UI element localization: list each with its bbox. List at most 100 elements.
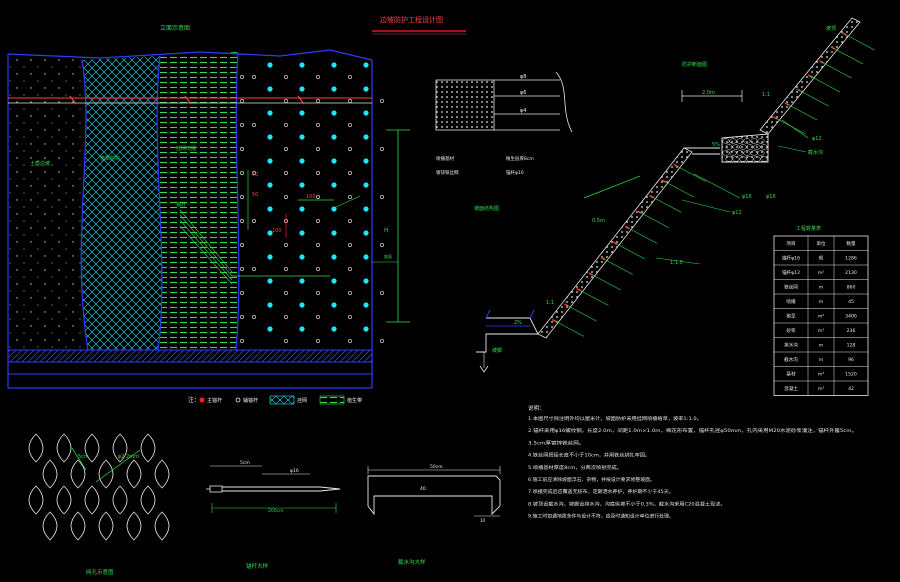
main-anchor-dot bbox=[299, 326, 305, 332]
anchor-rod bbox=[627, 227, 658, 244]
aux-anchor-ring bbox=[316, 315, 320, 319]
aux-anchor-ring bbox=[316, 75, 320, 79]
table-cell: 根 bbox=[819, 255, 824, 262]
table-cell: 1520 bbox=[845, 372, 857, 378]
mesh-cell bbox=[126, 459, 142, 489]
main-anchor-dot bbox=[363, 254, 369, 260]
callout-anchor: 锚杆 bbox=[176, 201, 186, 208]
table-cell: 236 bbox=[847, 328, 856, 334]
aux-anchor-ring bbox=[240, 195, 244, 199]
main-anchor-dot bbox=[331, 158, 337, 164]
note-line: 8.坡顶设截水沟，坡脚设排水沟，沟底纵坡不小于0.3%，截水沟采用C20混凝土现… bbox=[528, 500, 725, 507]
mesh-cell bbox=[84, 485, 100, 515]
anchor-rod bbox=[798, 89, 829, 107]
main-anchor-dot bbox=[363, 278, 369, 284]
aux-anchor-ring bbox=[252, 315, 256, 319]
main-anchor-dot bbox=[299, 62, 305, 68]
table-cell: m bbox=[819, 286, 824, 291]
anchor-rod bbox=[578, 289, 609, 306]
table-cell: 1286 bbox=[845, 256, 857, 262]
notes: 说明： 1.本图尺寸除注明外均以厘米计，坡面防护采用挂网喷播植草，坡率1:1.0… bbox=[528, 404, 857, 520]
main-anchor-dot bbox=[267, 110, 273, 116]
svg-text:φ2.2mm: φ2.2mm bbox=[118, 454, 139, 460]
note-line: 3.5cm厚镀锌铁丝网。 bbox=[528, 439, 584, 446]
table-cell: m² bbox=[818, 271, 824, 276]
svg-text:坡顶: 坡顶 bbox=[826, 25, 836, 32]
cobble bbox=[753, 156, 761, 162]
mesh-cell bbox=[70, 511, 86, 541]
aux-anchor-ring bbox=[348, 123, 352, 127]
anchor-rod bbox=[590, 273, 621, 291]
section-view: 防护断面图 2.0m 0.5m 1:1 1:1 2% 5% φ16 φ16 φ1… bbox=[476, 17, 875, 373]
table-cell: 排水沟 bbox=[784, 342, 798, 349]
mesh-cell bbox=[140, 433, 156, 463]
table-cell: 96 bbox=[848, 357, 854, 363]
mesh-cell bbox=[98, 459, 114, 489]
table-cell: 45 bbox=[848, 299, 854, 305]
anchor-rod bbox=[809, 75, 841, 93]
aux-anchor-ring bbox=[240, 99, 244, 103]
cobble bbox=[750, 150, 758, 156]
table-cell: 铁丝网 bbox=[784, 284, 798, 291]
main-anchor-dot bbox=[299, 230, 305, 236]
svg-text:镀锌铁丝网: 镀锌铁丝网 bbox=[436, 169, 459, 176]
aux-anchor-ring bbox=[348, 267, 352, 271]
aux-anchor-ring bbox=[252, 219, 256, 223]
cobble bbox=[725, 156, 733, 162]
table-cell: 植草 bbox=[786, 313, 796, 320]
aux-anchor-ring bbox=[252, 123, 256, 127]
aux-anchor-ring bbox=[348, 75, 352, 79]
table-cell: m bbox=[819, 358, 824, 363]
dim-50b: 50 bbox=[252, 192, 258, 198]
main-title: 边坡防护工程设计图 bbox=[380, 15, 443, 24]
svg-text:注：: 注： bbox=[188, 396, 200, 404]
mesh-cell bbox=[28, 433, 44, 463]
cobble bbox=[746, 156, 754, 162]
cobble bbox=[753, 144, 761, 150]
aux-anchor-ring bbox=[348, 171, 352, 175]
cobble bbox=[736, 138, 744, 144]
main-anchor-dot bbox=[299, 182, 305, 188]
main-anchor-dot bbox=[331, 278, 337, 284]
main-anchor-dot bbox=[267, 134, 273, 140]
svg-text:2.0m: 2.0m bbox=[702, 90, 715, 96]
mesh-cell bbox=[28, 485, 44, 515]
notes-title: 说明： bbox=[528, 404, 545, 412]
main-anchor-dot bbox=[363, 302, 369, 308]
cobble bbox=[739, 144, 747, 150]
svg-text:植生带: 植生带 bbox=[347, 397, 362, 404]
note-line: 7.喷播完成后应覆盖无纺布，定期洒水养护，养护期不少于45天。 bbox=[528, 488, 674, 495]
main-anchor-dot bbox=[299, 134, 305, 140]
note-line: 4.铁丝网搭接长度不小于10cm，并用铁丝绑扎牢固。 bbox=[528, 452, 650, 459]
zone-label-1: 土质边坡 bbox=[30, 160, 50, 167]
table-cell: 锚杆φ12 bbox=[782, 269, 800, 276]
aux-anchor-ring bbox=[316, 339, 320, 343]
aux-anchor-ring bbox=[348, 195, 352, 199]
table-header-cell: 项目 bbox=[786, 241, 795, 247]
anchor-detail: 5cm 200cm φ16 锚杆大样 bbox=[206, 460, 341, 570]
main-anchor-dot bbox=[299, 110, 305, 116]
dim-100b: 100 bbox=[272, 228, 282, 234]
anchor-rod bbox=[821, 61, 852, 79]
aux-anchor-ring bbox=[240, 75, 244, 79]
main-anchor-dot bbox=[363, 206, 369, 212]
gutter-detail: 50cm 40 10 截水沟大样 bbox=[367, 464, 501, 566]
cobble bbox=[743, 138, 751, 144]
svg-text:φ6: φ6 bbox=[520, 90, 526, 96]
layer-detail: φ8 φ6 φ4 喷播基材 植生层厚8cm 镀锌铁丝网 锚杆φ16 坡面结构图 bbox=[435, 71, 573, 212]
mesh-cell bbox=[56, 485, 72, 515]
elevation-legend: 注： 主锚杆 辅锚杆 挂网 植生带 bbox=[188, 395, 362, 405]
aux-anchor-ring bbox=[252, 75, 256, 79]
aux-anchor-ring bbox=[316, 123, 320, 127]
note-line: 9.施工时如遇地质条件与设计不符，应及时通知设计单位进行处理。 bbox=[528, 513, 674, 520]
mesh-detail: 5cm φ2.2mm 网孔示意图 bbox=[28, 433, 170, 576]
aux-anchor-ring bbox=[240, 171, 244, 175]
aux-anchor-ring bbox=[284, 99, 288, 103]
main-anchor-dot bbox=[331, 134, 337, 140]
svg-text:5cm: 5cm bbox=[78, 454, 89, 460]
cobble bbox=[736, 150, 744, 156]
table-cell: 2130 bbox=[845, 270, 857, 276]
zone-label-3: 挂网喷播 bbox=[176, 145, 196, 152]
elevation-title: 立面示意图 bbox=[160, 24, 190, 32]
